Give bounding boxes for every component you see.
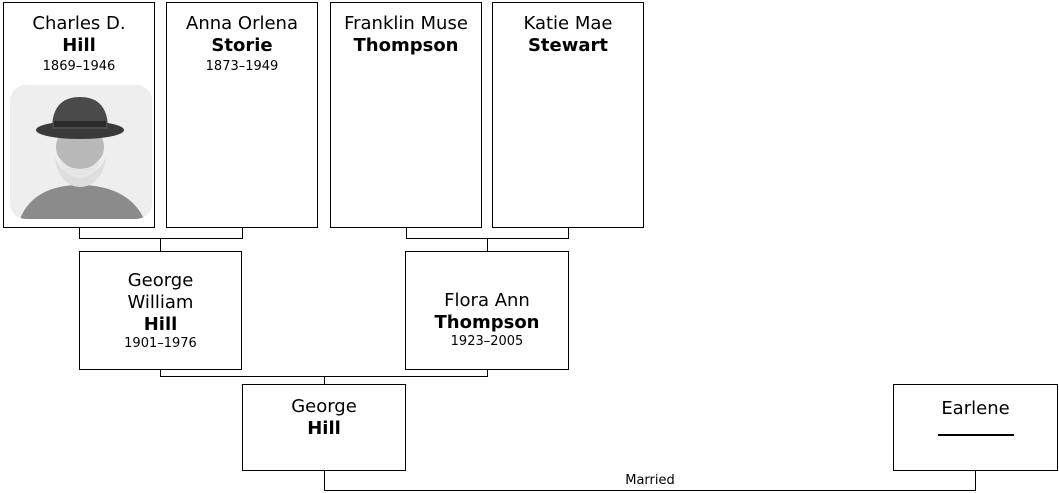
given-name: Earlene <box>941 398 1010 419</box>
connector <box>324 376 325 384</box>
person-card-flora-thompson[interactable]: Flora Ann Thompson 1923–2005 <box>405 251 569 370</box>
life-dates: 1901–1976 <box>124 335 197 351</box>
given-name: Anna Orlena <box>186 13 298 34</box>
connector <box>487 370 488 376</box>
surname: Thompson <box>353 35 459 56</box>
marriage-connector <box>324 490 976 491</box>
connector <box>79 228 80 238</box>
marriage-connector <box>324 471 325 491</box>
connector <box>487 238 488 252</box>
redacted-surname <box>937 434 1014 436</box>
surname: Storie <box>211 35 273 56</box>
surname: Stewart <box>527 35 609 56</box>
person-card-charles-hill[interactable]: Charles D. Hill 1869–1946 <box>3 2 155 228</box>
given-name-line2: William <box>127 291 194 313</box>
given-name: Franklin Muse <box>344 13 468 34</box>
connector <box>160 238 161 252</box>
connector <box>160 370 161 376</box>
person-card-anna-storie[interactable]: Anna Orlena Storie 1873–1949 <box>166 2 318 228</box>
portrait-photo <box>10 85 152 219</box>
person-card-earlene[interactable]: Earlene <box>893 384 1058 471</box>
connector <box>406 228 407 238</box>
married-label: Married <box>625 473 675 488</box>
marriage-connector <box>975 471 976 491</box>
given-name: Flora Ann <box>444 289 530 311</box>
given-name: George <box>291 396 357 417</box>
life-dates: 1873–1949 <box>205 59 279 74</box>
surname: Hill <box>143 313 178 335</box>
surname: Hill <box>62 35 96 56</box>
connector <box>568 228 569 238</box>
surname: Thompson <box>434 311 540 333</box>
given-name: Charles D. <box>32 13 126 34</box>
life-dates: 1869–1946 <box>42 59 116 74</box>
surname: Hill <box>307 418 341 439</box>
connector <box>242 228 243 238</box>
person-card-george-william-hill[interactable]: George William Hill 1901–1976 <box>79 251 242 370</box>
life-dates: 1923–2005 <box>450 333 524 349</box>
given-name: Katie Mae <box>523 13 613 34</box>
person-card-george-hill[interactable]: George Hill <box>242 384 406 471</box>
person-card-franklin-thompson[interactable]: Franklin Muse Thompson <box>330 2 482 228</box>
connector <box>79 238 243 239</box>
portrait-photo-image <box>10 85 152 219</box>
given-name-line1: George <box>127 269 194 291</box>
person-card-katie-stewart[interactable]: Katie Mae Stewart <box>492 2 644 228</box>
